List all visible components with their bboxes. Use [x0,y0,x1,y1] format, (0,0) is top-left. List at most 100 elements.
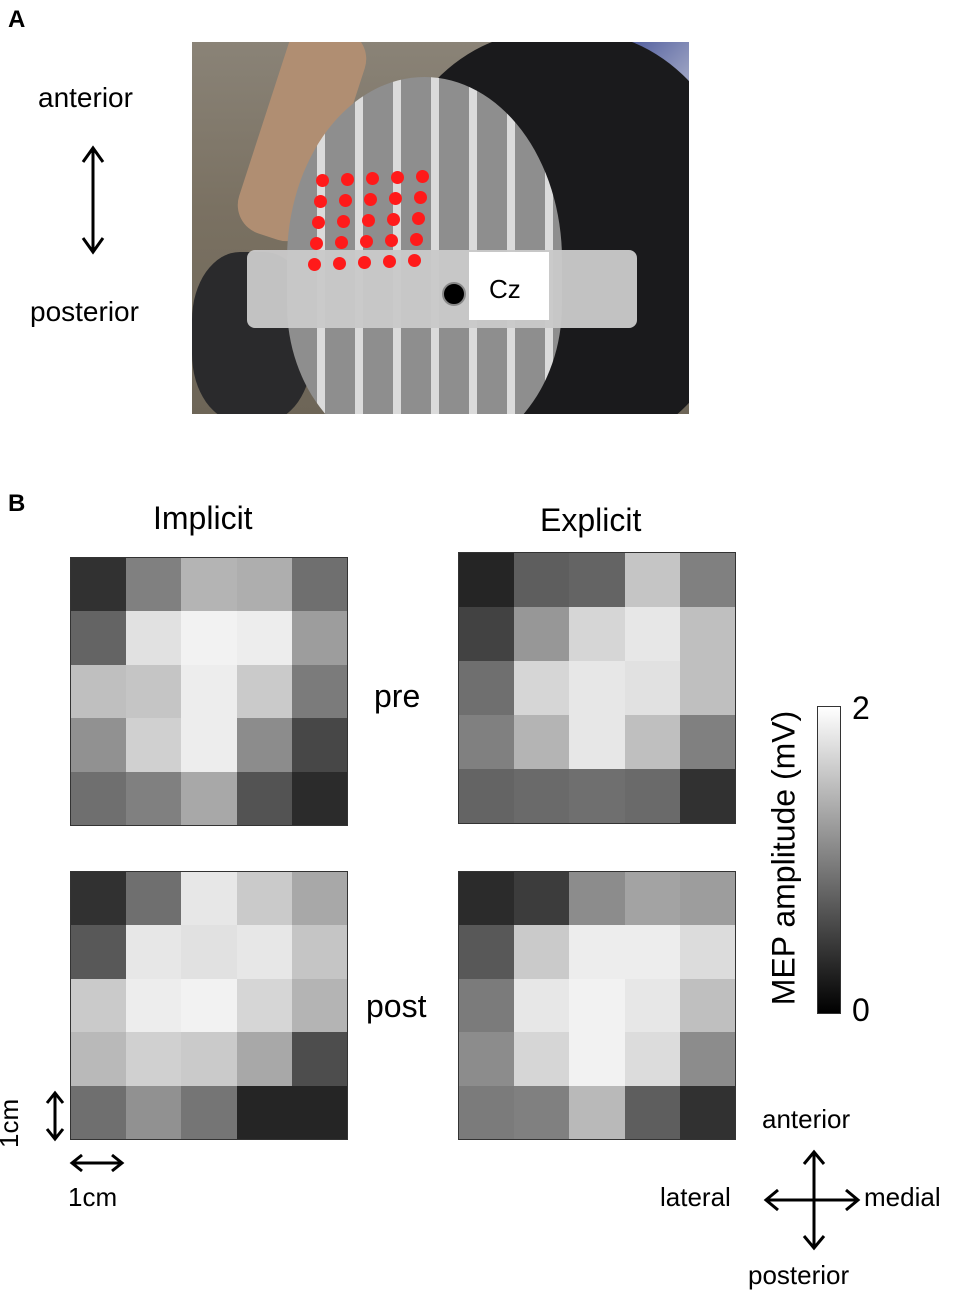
stimulation-site [366,172,379,185]
compass-anterior-label: anterior [762,1104,851,1134]
stimulation-site [360,235,373,248]
heatmap-cell [291,611,347,665]
heatmap-cell [569,715,625,769]
heatmap-cell [126,1032,182,1086]
colorbar-max-label: 2 [852,690,870,726]
column-title-explicit: Explicit [540,502,642,538]
heatmap-cell [569,607,625,661]
heatmap-cell [624,1085,680,1139]
heatmap-cell [126,925,182,979]
cz-label-box [469,252,549,320]
heatmap-cell [71,558,127,612]
heatmap-cell [236,611,292,665]
colorbar [817,706,841,1014]
stimulation-site [316,174,329,187]
cz-label: Cz [489,274,521,304]
heatmap-cell [624,1032,680,1086]
heatmap-cell [679,715,735,769]
heatmap-cell [291,1032,347,1086]
heatmap-cell [514,769,570,823]
stimulation-site [312,216,325,229]
heatmap-cell [459,1032,515,1086]
compass-posterior-label: posterior [748,1260,850,1290]
heatmap-cell [514,872,570,926]
panel-label-a: A [8,6,26,33]
heatmap-cell [236,558,292,612]
heatmap-cell [181,1085,237,1139]
stimulation-site [383,255,396,268]
heatmap-cell [459,1085,515,1139]
heatmap-cell [459,769,515,823]
heatmap-cell [514,553,570,607]
heatmap-implicit-post [70,871,348,1140]
row-label-post: post [366,988,427,1024]
heatmap-cell [679,1085,735,1139]
column-title-implicit: Implicit [153,500,253,536]
heatmap-cell [679,1032,735,1086]
heatmap-cell [569,872,625,926]
row-label-pre: pre [374,678,421,714]
vertical-scale-arrow-icon [45,1090,65,1142]
heatmap-cell [624,872,680,926]
stimulation-site [314,195,327,208]
stimulation-site [385,234,398,247]
colorbar-title: MEP amplitude (mV) [765,710,802,1006]
heatmap-cell [459,553,515,607]
heatmap-cell [459,872,515,926]
heatmap-cell [126,558,182,612]
photo-cap [287,77,562,414]
heatmap-cell [459,607,515,661]
heatmap-cell [236,1085,292,1139]
heatmap-cell [181,872,237,926]
heatmap-cell [181,771,237,825]
stimulation-site [416,170,429,183]
heatmap-cell [126,664,182,719]
heatmap-cell [126,718,182,772]
compass-medial-label: medial [864,1182,941,1212]
heatmap-cell [71,925,127,979]
heatmap-cell [181,664,237,719]
heatmap-cell [236,1032,292,1086]
heatmap-cell [181,718,237,772]
heatmap-cell [459,978,515,1033]
heatmap-cell [514,978,570,1033]
colorbar-min-label: 0 [852,992,870,1028]
heatmap-cell [181,978,237,1033]
heatmap-cell [679,978,735,1033]
heatmap-cell [679,553,735,607]
anterior-posterior-arrow-icon [81,145,105,255]
stimulation-site [308,258,321,271]
heatmap-cell [679,661,735,715]
heatmap-cell [236,872,292,926]
heatmap-cell [679,925,735,979]
orientation-anterior-label: anterior [38,82,133,113]
heatmap-cell [181,925,237,979]
heatmap-cell [569,553,625,607]
stimulation-site [408,254,421,267]
heatmap-cell [71,611,127,665]
stimulation-site [310,237,323,250]
heatmap-cell [569,1085,625,1139]
heatmap-cell [71,978,127,1033]
heatmap-cell [291,978,347,1033]
compass-lateral-label: lateral [660,1182,731,1212]
orientation-posterior-label: posterior [30,296,139,327]
stimulation-site [412,212,425,225]
panel-label-b: B [8,490,26,517]
heatmap-cell [291,718,347,772]
heatmap-cell [126,872,182,926]
heatmap-cell [459,661,515,715]
heatmap-cell [71,718,127,772]
heatmap-cell [291,925,347,979]
stimulation-site [337,215,350,228]
heatmap-cell [569,769,625,823]
heatmap-cell [236,718,292,772]
heatmap-cell [624,607,680,661]
heatmap-cell [291,872,347,926]
heatmap-cell [236,978,292,1033]
stimulation-site [410,233,423,246]
heatmap-cell [679,872,735,926]
stimulation-site [358,256,371,269]
heatmap-cell [624,925,680,979]
heatmap-cell [126,611,182,665]
